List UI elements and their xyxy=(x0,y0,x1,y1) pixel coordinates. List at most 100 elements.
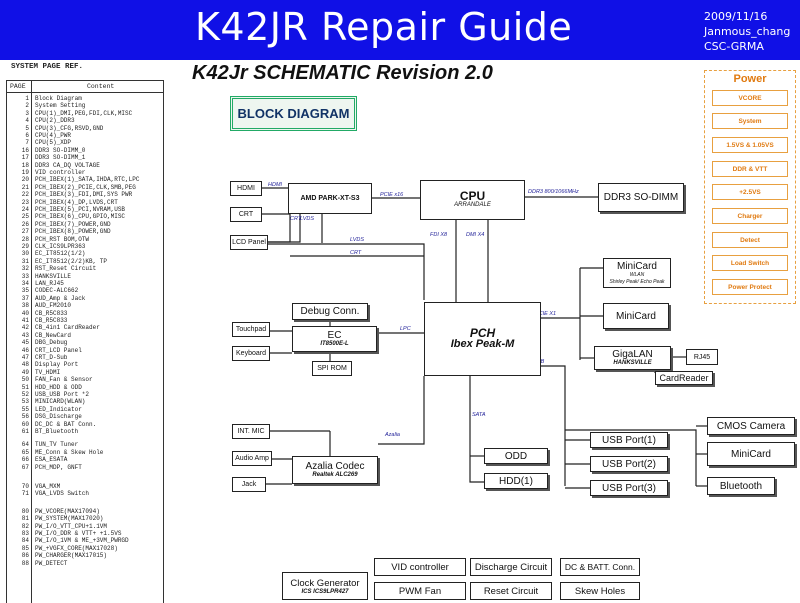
reference-page-number: 37 xyxy=(21,294,29,302)
wire-sata xyxy=(469,376,484,483)
reference-content: VGA_LVDS Switch xyxy=(35,490,90,498)
power-title: Power xyxy=(733,73,767,85)
hdd-box: HDD(1) xyxy=(484,473,548,489)
reference-content: PW_I/O_DDR & VTT+ +1.5VS xyxy=(35,530,122,537)
reference-content: HDD_HDD & ODD xyxy=(35,383,82,391)
reference-content: BT_Bluetooth xyxy=(35,428,79,435)
reference-page-number: 1 xyxy=(25,95,29,102)
reference-page-number: 66 xyxy=(21,456,29,464)
reference-page-number: 48 xyxy=(21,361,29,369)
reference-page-number: 52 xyxy=(21,391,29,398)
reference-page-number: 53 xyxy=(21,398,29,406)
reference-content: CLK_ICS9LPR363 xyxy=(35,243,86,250)
reference-content: PCH_RST BOM,OTW xyxy=(35,235,90,243)
power-item: Load Switch xyxy=(712,255,788,271)
reference-page-number: 22 xyxy=(21,191,29,199)
reference-page-number: 88 xyxy=(21,559,29,567)
reference-page-number: 40 xyxy=(21,309,29,317)
reference-content: CPU(2)_DDR3 xyxy=(35,117,75,125)
reference-content: CPU(5)_XDP xyxy=(35,139,72,147)
bus-label-fdi: FDI X8 xyxy=(430,232,448,238)
odd-box: ODD xyxy=(484,448,548,464)
wire-usb-bus xyxy=(541,365,566,486)
reference-page-number: 85 xyxy=(21,544,29,552)
wire-lcd-amd xyxy=(268,214,291,243)
reference-page-number: 32 xyxy=(21,265,29,273)
power-item: System xyxy=(712,113,788,129)
reference-page-number: 60 xyxy=(21,420,29,428)
power-item: DDR & VTT xyxy=(712,161,788,177)
cmos-camera-box: CMOS Camera xyxy=(707,417,795,435)
hdmi-box: HDMI xyxy=(230,181,262,196)
reference-page-number: 70 xyxy=(21,483,29,490)
reference-row: 42 CB_4in1 CardReader xyxy=(7,324,163,331)
title-banner: K42JR Repair Guide 2009/11/16 Janmous_ch… xyxy=(0,0,800,60)
reference-content: PCH_IBEX(5)_PCI,NVRAM,USB xyxy=(35,206,126,213)
reference-page-number: 19 xyxy=(21,169,29,176)
page-title: K42JR Repair Guide xyxy=(195,5,573,49)
amd-gpu-box: AMD PARK-XT-S3 xyxy=(288,183,372,214)
bus-label-azalia: Azalia xyxy=(385,432,400,438)
reference-page-number: 29 xyxy=(21,243,29,250)
banner-date: 2009/11/16 xyxy=(704,10,768,23)
reference-content: EC_IT8512(1/2) xyxy=(35,250,86,258)
reference-content: DBG_Debug xyxy=(35,339,68,347)
reset-circuit-box: Reset Circuit xyxy=(470,582,552,600)
reference-col-content: Content xyxy=(87,83,115,90)
reference-page-number: 47 xyxy=(21,354,29,361)
reference-content: System Setting xyxy=(35,102,86,110)
power-item: VCORE xyxy=(712,90,788,106)
reference-page-number: 3 xyxy=(25,109,29,117)
reference-page-number: 30 xyxy=(21,250,29,258)
reference-row: 26 PCH_IBEX(7)_POWER,GND xyxy=(7,221,163,228)
reference-content: PCH_IBEX(7)_POWER,GND xyxy=(35,220,111,228)
reference-content: DC_DC & BAT Conn. xyxy=(35,420,97,428)
bluetooth-box: Bluetooth xyxy=(707,477,775,495)
dc-batt-conn-box: DC & BATT. Conn. xyxy=(560,558,640,576)
reference-page-number: 18 xyxy=(21,161,29,169)
usb-port-2-box: USB Port(2) xyxy=(590,456,668,472)
reference-content: PW_VCORE(MAX17094) xyxy=(35,507,100,515)
power-item: 1.5VS & 1.05VS xyxy=(712,137,788,153)
bus-label-lvds-2: LVDS xyxy=(350,237,365,243)
reference-page-number: 20 xyxy=(21,176,29,184)
reference-content: HANKSVILLE xyxy=(35,272,72,280)
reference-page-number: 26 xyxy=(21,220,29,228)
reference-page-number: 50 xyxy=(21,376,29,384)
usb-port-3-box: USB Port(3) xyxy=(590,480,668,496)
reference-page-number: 42 xyxy=(21,324,29,332)
reference-content: VGA_MXM xyxy=(35,483,61,490)
reference-content: CPU(4)_PWR xyxy=(35,132,72,139)
reference-row: 30 EC_IT8512(1/2) xyxy=(7,250,163,257)
minicard-box-3: MiniCard xyxy=(707,442,795,466)
reference-content: EC_IT8512(2/2)KB, TP xyxy=(35,257,108,265)
bus-label-sata: SATA xyxy=(472,412,486,418)
banner-author: Janmous_chang xyxy=(704,25,791,38)
reference-content: AUD_FM2010 xyxy=(35,302,72,310)
power-item: Detect xyxy=(712,232,788,248)
bus-label-pcie-x16: PCIE x16 xyxy=(380,192,404,198)
reference-page-number: 5 xyxy=(25,124,29,132)
reference-content: CB_4in1 CardReader xyxy=(35,324,100,332)
